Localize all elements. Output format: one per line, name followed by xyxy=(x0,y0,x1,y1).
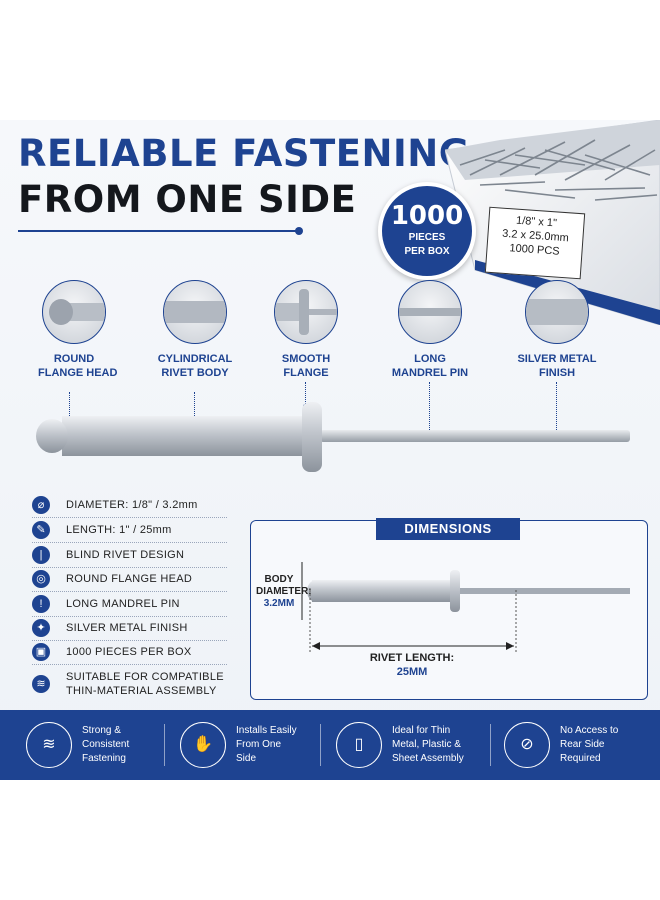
spec-text: DIAMETER: 1/8" / 3.2mm xyxy=(66,499,198,511)
leader-line xyxy=(305,382,306,406)
spec-item: | BLIND RIVET DESIGN xyxy=(32,544,184,566)
body-diameter-value: 3.2MM xyxy=(263,598,295,609)
headline-line2: FROM ONE SIDE xyxy=(18,178,357,221)
spec-item: ⌀ DIAMETER: 1/8" / 3.2mm xyxy=(32,494,198,516)
silver-finish-detail xyxy=(525,280,589,344)
box-icon: ▣ xyxy=(32,643,50,661)
rivet-body-detail xyxy=(163,280,227,344)
sheet-icon: ▯ xyxy=(336,722,382,768)
spec-item: ✎ LENGTH: 1" / 25mm xyxy=(32,519,172,541)
spec-divider xyxy=(32,640,227,641)
dimensions-panel xyxy=(250,520,648,700)
badge-line2: PER BOX xyxy=(404,246,450,257)
layers-icon: ≋ xyxy=(26,722,72,768)
diameter-icon: ⌀ xyxy=(32,496,50,514)
sparkle-icon: ✦ xyxy=(32,619,50,637)
leader-line xyxy=(429,382,430,432)
spec-divider xyxy=(32,542,227,543)
spec-divider xyxy=(32,591,227,592)
spec-divider xyxy=(32,664,227,665)
leader-line xyxy=(556,382,557,438)
feature-divider xyxy=(320,724,321,766)
spec-text: ROUND FLANGE HEAD xyxy=(66,573,193,585)
product-panel: RELIABLE FASTENING FROM ONE SIDE 1/8" x … xyxy=(0,120,660,780)
spec-divider xyxy=(32,517,227,518)
pin-icon: ! xyxy=(32,595,50,613)
spec-item: ✦ SILVER METAL FINISH xyxy=(32,617,188,639)
flange-head-detail xyxy=(42,280,106,344)
leader-line xyxy=(69,392,70,432)
rivet-length-value: 25MM xyxy=(396,666,428,678)
spec-text: LONG MANDREL PIN xyxy=(66,598,180,610)
rivet-illustration xyxy=(36,402,630,472)
spec-text: BLIND RIVET DESIGN xyxy=(66,549,185,561)
rivet-length-label: RIVET LENGTH: 25MM xyxy=(350,652,474,678)
headline-rule-dot xyxy=(295,227,303,235)
spec-item: ▣ 1000 PIECES PER BOX xyxy=(32,641,192,663)
leader-line xyxy=(194,392,195,422)
mandrel-pin-detail xyxy=(398,280,462,344)
pencil-icon: ✎ xyxy=(32,521,50,539)
badge-count: 1000 xyxy=(390,201,464,231)
body-diameter-label: BODY DIAMETER: 3.2MM xyxy=(256,574,312,609)
feature-divider xyxy=(164,724,165,766)
feature-divider xyxy=(490,724,491,766)
spec-item: ◎ ROUND FLANGE HEAD xyxy=(32,568,192,590)
hand-tool-icon: ✋ xyxy=(180,722,226,768)
headline-line1: RELIABLE FASTENING xyxy=(18,132,470,175)
pieces-badge: 1000 PIECES PER BOX xyxy=(378,182,476,280)
smooth-flange-detail xyxy=(274,280,338,344)
spec-text: 1000 PIECES PER BOX xyxy=(66,646,192,658)
spec-divider xyxy=(32,567,227,568)
dimension-rivet-diagram xyxy=(301,562,630,652)
spec-text: LENGTH: 1" / 25mm xyxy=(66,524,172,536)
rivet-icon: | xyxy=(32,546,50,564)
headline-rule xyxy=(18,230,298,232)
spec-divider xyxy=(32,616,227,617)
badge-line1: PIECES xyxy=(408,232,446,243)
no-access-icon: ⊘ xyxy=(504,722,550,768)
spec-text: SILVER METAL FINISH xyxy=(66,622,188,634)
spec-item: ! LONG MANDREL PIN xyxy=(32,593,180,615)
ring-icon: ◎ xyxy=(32,570,50,588)
layers-icon: ≋ xyxy=(32,675,50,693)
dimensions-heading: DIMENSIONS xyxy=(376,518,520,540)
